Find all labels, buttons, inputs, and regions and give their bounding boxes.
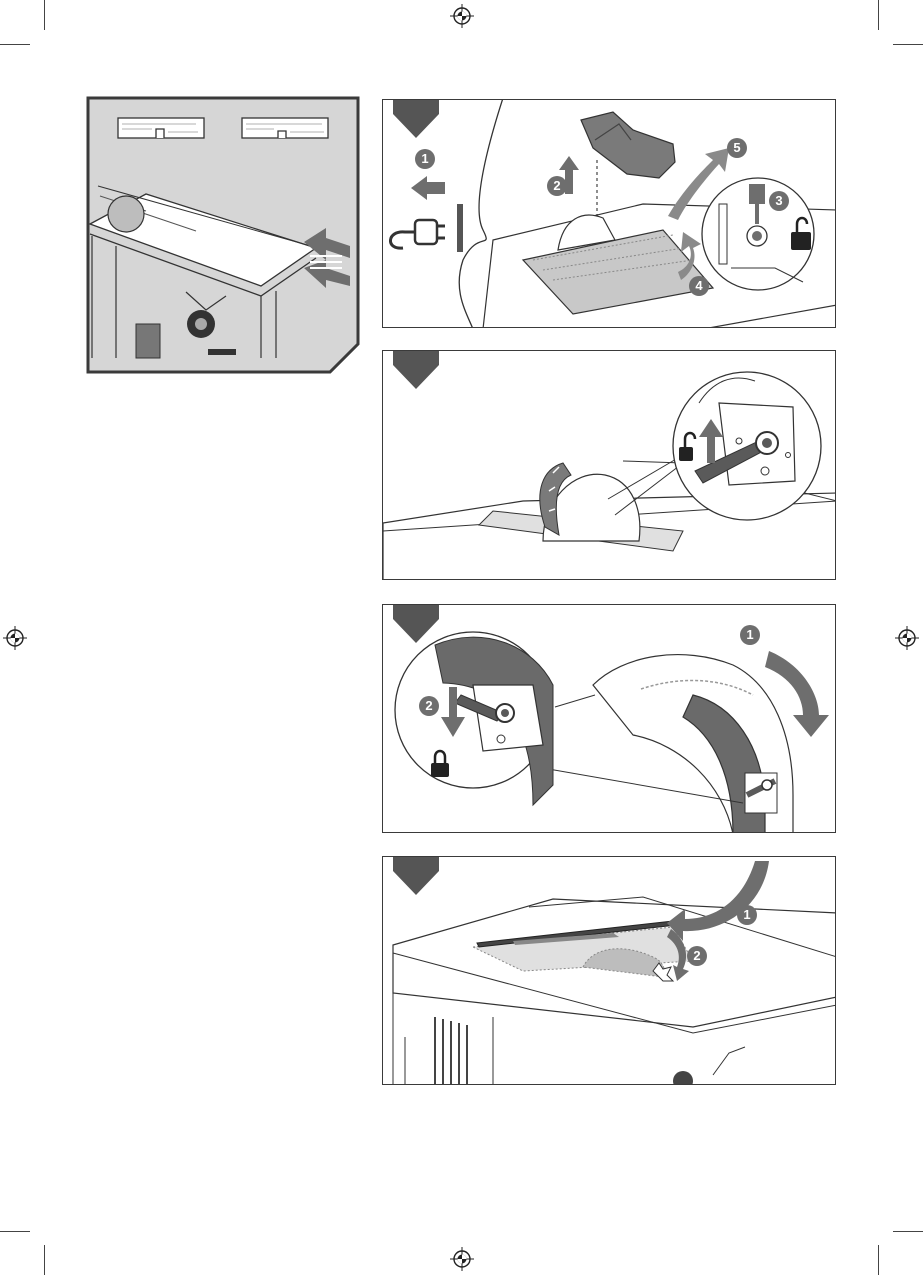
crop-mark <box>878 0 879 30</box>
figure-e-panel: 1 2 <box>382 856 836 1085</box>
crop-mark <box>0 1231 30 1232</box>
figure-a-panel <box>86 96 361 374</box>
figure-d-panel: 1 2 <box>382 604 836 833</box>
step-2-badge: 2 <box>419 696 439 716</box>
crop-mark <box>893 1231 923 1232</box>
figure-tab-icon <box>393 605 439 643</box>
registration-mark-icon <box>3 626 27 650</box>
figure-b-panel: 1 2 3 4 5 <box>382 99 836 328</box>
registration-mark-icon <box>450 4 474 28</box>
step-1-badge: 1 <box>415 149 435 169</box>
step-1-badge: 1 <box>740 625 760 645</box>
crop-mark <box>44 0 45 30</box>
step-4-badge: 4 <box>689 276 709 296</box>
registration-mark-icon <box>895 626 919 650</box>
crop-mark <box>0 44 30 45</box>
step-3-badge: 3 <box>769 191 789 211</box>
registration-mark-icon <box>450 1247 474 1271</box>
unplug-icon <box>390 176 463 252</box>
step-2-badge: 2 <box>687 946 707 966</box>
crop-mark <box>878 1245 879 1275</box>
crop-mark <box>44 1245 45 1275</box>
step-1-badge: 1 <box>737 905 757 925</box>
figure-tab-icon <box>393 857 439 895</box>
workpiece-groove-icon <box>242 118 328 138</box>
workpiece-groove-icon <box>118 118 204 138</box>
step-5-badge: 5 <box>727 138 747 158</box>
figure-c-panel <box>382 350 836 580</box>
figure-tab-icon <box>393 100 439 138</box>
figure-tab-icon <box>393 351 439 389</box>
step-2-badge: 2 <box>547 176 567 196</box>
crop-mark <box>893 44 923 45</box>
